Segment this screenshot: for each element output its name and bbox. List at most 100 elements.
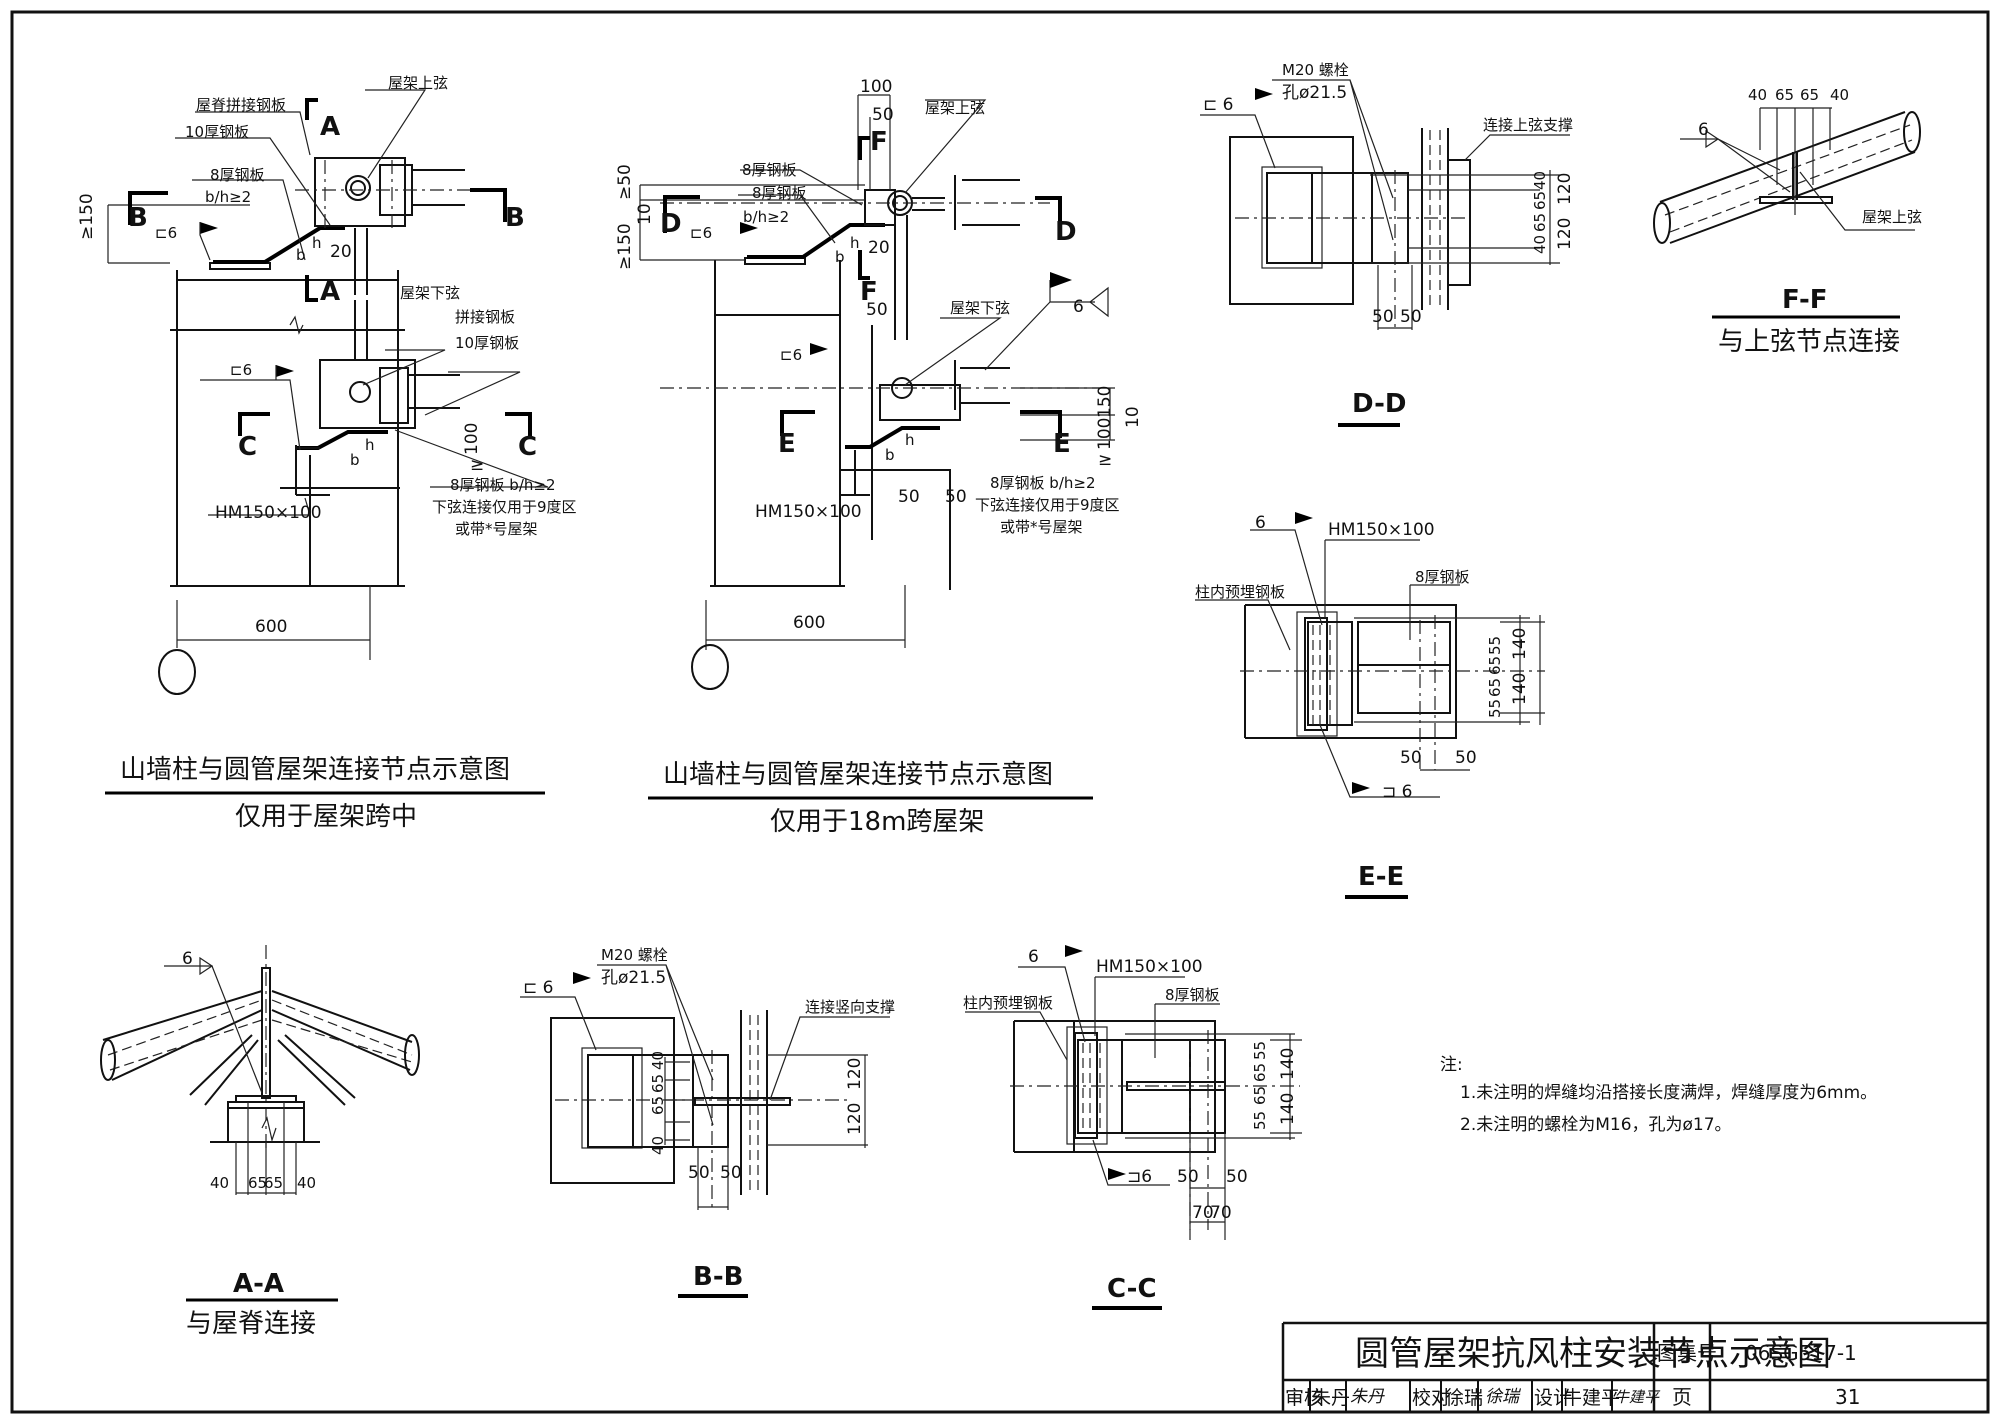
note-item: 1.未注明的焊缝均沿搭接长度满焊，焊缝厚度为6mm。 — [1460, 1083, 1877, 1103]
ff-chord-label: 屋架上弦 — [1862, 208, 1922, 226]
section-mark-f-top: F — [870, 127, 888, 157]
section-mark-d-left: D — [660, 209, 682, 239]
dd-dim-2: 65 — [1531, 213, 1549, 232]
section-mark-b-right: B — [505, 203, 525, 233]
dd-brace-label: 连接上弦支撑 — [1483, 116, 1573, 134]
label-weld2-2: ⊏6 — [780, 346, 802, 364]
aa-section-name: A-A — [233, 1269, 284, 1299]
ee-embed-label: 柱内预埋钢板 — [1195, 583, 1285, 601]
label-h2: h — [365, 436, 375, 454]
detail-2-18m-span: 8厚钢板 8厚钢板 b/h≥2 屋架上弦 屋架下弦 ⊏6 ⊏6 6 HM150×… — [615, 77, 1143, 837]
label-note-b: 或带*号屋架 — [455, 520, 538, 538]
section-aa: 6 40 65 65 40 A-A 与屋脊连接 — [100, 945, 420, 1339]
label-plate10b: 10厚钢板 — [455, 334, 519, 352]
bent-plate-8 — [213, 226, 345, 264]
check-label: 校对 — [1412, 1387, 1450, 1409]
bb-dim-0: 40 — [649, 1051, 667, 1070]
dd-dim-1: 65 — [1531, 191, 1549, 210]
aa-weld-label: 6 — [182, 949, 193, 969]
dim-50b-2: ≥50 — [615, 164, 635, 200]
dim-10b-2: 10 — [1123, 406, 1143, 428]
cc-dim-3: 55 — [1251, 1111, 1269, 1130]
dim-50e-2: 50 — [945, 487, 967, 507]
label-weld-2: ⊏6 — [690, 224, 712, 242]
ff-dim-1: 65 — [1775, 86, 1794, 104]
ee-hm-label: HM150×100 — [1328, 520, 1435, 540]
cc-dim-5: 140 — [1278, 1093, 1298, 1125]
cc-dim-0: 55 — [1251, 1041, 1269, 1060]
section-mark-c-right: C — [518, 432, 537, 462]
detail-1-caption: 山墙柱与圆管屋架连接节点示意图 — [120, 755, 510, 785]
ee-dim-5: 140 — [1510, 673, 1530, 705]
bb-dim-7: 50 — [720, 1163, 742, 1183]
dim-600-2: 600 — [793, 613, 825, 633]
bb-dim-1: 65 — [649, 1074, 667, 1093]
label-note-b-2: 或带*号屋架 — [1000, 518, 1083, 536]
dd-dim-0: 40 — [1531, 171, 1549, 190]
section-mark-b-left: B — [128, 203, 148, 233]
dim-100c-2: ≥ — [1098, 450, 1112, 470]
bb-dim-2: 65 — [649, 1096, 667, 1115]
cc-embed-label: 柱内预埋钢板 — [963, 994, 1053, 1012]
cc-dim-4: 140 — [1278, 1048, 1298, 1080]
label-note-a: 下弦连接仅用于9度区 — [432, 498, 577, 516]
dim-100: 100 — [462, 423, 482, 455]
section-mark-f-bottom: F — [860, 277, 878, 307]
upper-node-box — [314, 157, 406, 227]
label-weld3-2: 6 — [1073, 297, 1084, 317]
ff-caption: 与上弦节点连接 — [1718, 327, 1900, 357]
ee-dim-6: 50 — [1400, 748, 1422, 768]
dim-50c-2: 50 — [866, 300, 888, 320]
bb-weld-label: ⊏ 6 — [523, 978, 553, 998]
ff-dim-3: 40 — [1830, 86, 1849, 104]
label-hm: HM150×100 — [215, 503, 322, 523]
label-h-2: h — [850, 234, 860, 252]
label-b2: b — [350, 451, 360, 469]
label-plate8b: 8厚钢板 b/h≥2 — [450, 476, 556, 494]
section-mark-e-left: E — [778, 429, 796, 459]
ee-dim-3: 55 — [1486, 699, 1504, 718]
ee-dim-1: 65 — [1486, 656, 1504, 675]
ee-dim-7: 50 — [1455, 748, 1477, 768]
aa-caption: 与屋脊连接 — [186, 1309, 316, 1339]
bb-bolt-label: M20 螺栓 — [601, 946, 668, 964]
dd-weld-label: ⊏ 6 — [1203, 95, 1233, 115]
ff-dim-0: 40 — [1748, 86, 1767, 104]
ee-section-name: E-E — [1358, 862, 1404, 892]
label-note-a-2: 下弦连接仅用于9度区 — [975, 496, 1120, 514]
grid-axis-bubble-2 — [691, 644, 729, 690]
bb-hole-label: 孔ø21.5 — [601, 968, 666, 988]
aa-dim-1: 65 — [248, 1174, 267, 1192]
dd-dim-6: 50 — [1372, 307, 1394, 327]
notes-heading: 注: — [1440, 1055, 1463, 1075]
bb-dim-6: 50 — [688, 1163, 710, 1183]
top-chord-pipe-end — [345, 175, 371, 201]
lower-node-box — [319, 359, 416, 429]
detail-2-subcaption: 仅用于18m跨屋架 — [770, 807, 984, 837]
label-weld: ⊏6 — [155, 224, 177, 242]
notes: 注: 1.未注明的焊缝均沿搭接长度满焊，焊缝厚度为6mm。 2.未注明的螺栓为M… — [1440, 1055, 1877, 1135]
cc-hm-label: HM150×100 — [1096, 957, 1203, 977]
label-weld2: ⊏6 — [230, 361, 252, 379]
cc-dim-9: 70 — [1210, 1203, 1232, 1223]
dim-10-2: 10 — [635, 203, 655, 225]
label-b-2: b — [835, 248, 845, 266]
note-item: 2.未注明的螺栓为M16，孔为ø17。 — [1460, 1115, 1732, 1135]
ff-section-name: F-F — [1782, 285, 1828, 315]
label-h2-2: h — [905, 431, 915, 449]
check-name: 徐瑞 — [1445, 1387, 1483, 1409]
label-bottom-chord-2: 屋架下弦 — [950, 299, 1010, 317]
cc-dim-7: 50 — [1226, 1167, 1248, 1187]
label-b: b — [296, 246, 306, 264]
section-mark-a-bottom: A — [320, 277, 340, 307]
check-signature: 徐瑞 — [1485, 1387, 1522, 1407]
atlas-label: 图集号 — [1657, 1341, 1717, 1365]
section-bb: M20 螺栓 孔ø21.5 ⊏ 6 连接竖向支撑 40 65 65 40 120… — [520, 946, 895, 1298]
section-mark-a-top: A — [320, 112, 340, 142]
grid-axis-bubble — [158, 649, 196, 695]
detail-2-caption: 山墙柱与圆管屋架连接节点示意图 — [663, 760, 1053, 790]
bb-brace-label: 连接竖向支撑 — [805, 998, 895, 1016]
label-top-chord: 屋架上弦 — [388, 74, 448, 92]
section-ee: 6 HM150×100 柱内预埋钢板 8厚钢板 ⊐ 6 55 65 65 55 … — [1195, 512, 1545, 899]
detail-1-midspan: 屋脊拼接钢板 10厚钢板 8厚钢板 b/h≥2 屋架上弦 屋架下弦 拼接钢板 1… — [77, 74, 577, 832]
